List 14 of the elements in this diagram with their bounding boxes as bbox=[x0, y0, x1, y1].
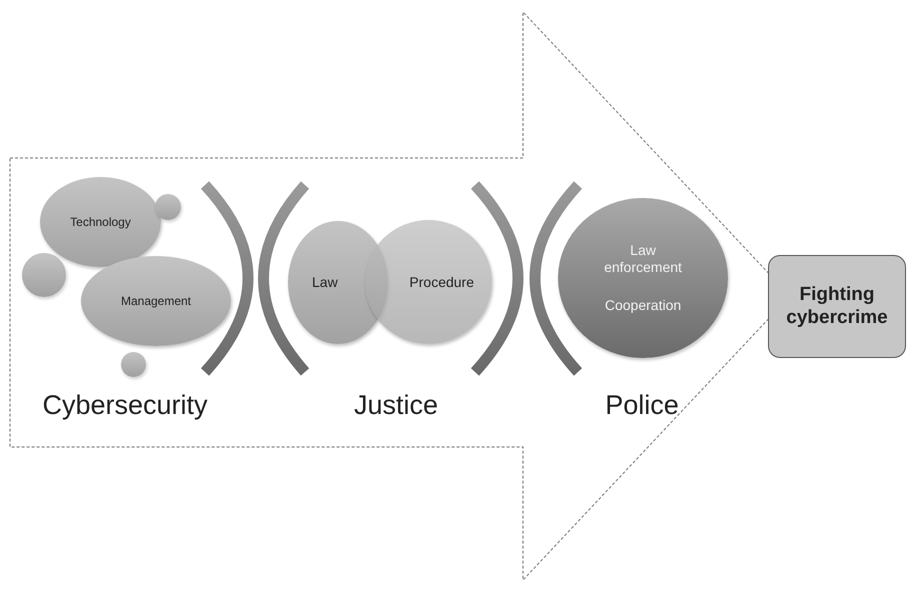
bubble-circle bbox=[121, 352, 146, 377]
node-label: Management bbox=[120, 294, 192, 308]
section-title: Police bbox=[605, 390, 679, 421]
section-title: Justice bbox=[354, 390, 438, 421]
bubble-circle bbox=[155, 194, 181, 220]
node-label: Procedure bbox=[409, 274, 474, 290]
node-label: Fighting cybercrime bbox=[785, 284, 889, 330]
node-label: Cooperation bbox=[604, 297, 682, 314]
section-title: Cybersecurity bbox=[42, 390, 208, 421]
node-label: Law bbox=[312, 274, 338, 291]
bubble-circle bbox=[22, 253, 66, 297]
node-label: Law enforcement bbox=[604, 242, 682, 276]
result-box bbox=[768, 255, 906, 358]
node-label: Technology bbox=[70, 214, 131, 230]
